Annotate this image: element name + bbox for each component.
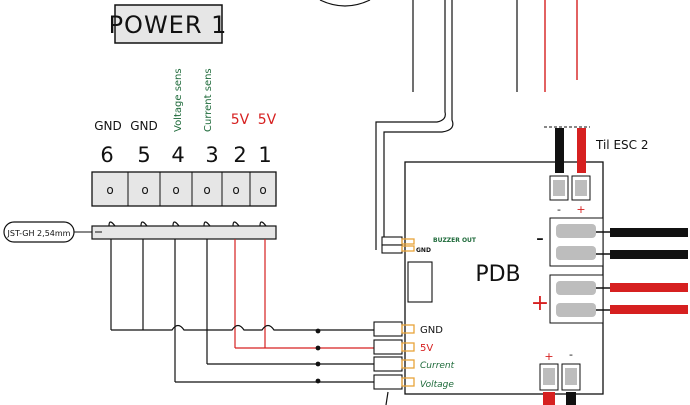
buzzer-gnd-label: GND <box>416 247 431 254</box>
pad-label-gnd: GND <box>420 325 443 336</box>
pin-hole-2: o <box>232 183 239 197</box>
signal-pad-current <box>373 356 415 372</box>
jst-strip <box>91 225 277 240</box>
side-plus-sign: + <box>531 291 549 316</box>
pdb-component <box>407 261 433 303</box>
pad-label-voltage: Voltage <box>420 380 454 390</box>
pin-number-2: 2 <box>233 143 246 167</box>
pin-number-3: 3 <box>205 143 218 167</box>
pin-number-1: 1 <box>258 143 271 167</box>
bottom-wire-red <box>543 392 555 405</box>
pin-label-4: Voltage sens <box>173 68 184 132</box>
title-box <box>114 4 223 44</box>
signal-pad-voltage <box>373 374 415 390</box>
bottom-solder-minus <box>565 368 577 385</box>
positive-wire-1 <box>610 283 688 292</box>
pin-label-1: 5V <box>258 112 277 128</box>
esc-wire-red <box>577 128 586 173</box>
esc-minus-sign: - <box>557 203 561 216</box>
pin-number-5: 5 <box>137 143 150 167</box>
pin-label-6: GND <box>94 119 122 133</box>
esc-solder-plus <box>575 180 587 196</box>
esc-label: Til ESC 2 <box>595 138 648 152</box>
pin-number-4: 4 <box>171 143 184 167</box>
signal-pad-gnd <box>373 321 415 337</box>
esc-plus-sign: + <box>576 203 585 216</box>
positive-solder-2 <box>556 303 596 317</box>
buzzer-out-label: BUZZER OUT <box>433 237 477 244</box>
jst-pin-bumps <box>108 221 267 227</box>
positive-solder-1 <box>556 281 596 295</box>
harness-wires <box>110 239 374 383</box>
negative-wire-2 <box>610 250 688 259</box>
pin-label-5: GND <box>130 119 158 133</box>
negative-wire-1 <box>610 228 688 237</box>
bottom-solder-plus <box>543 368 555 385</box>
pin-hole-6: o <box>106 183 113 197</box>
pin-number-6: 6 <box>100 143 113 167</box>
signal-pad-5v <box>373 339 415 355</box>
pin-label-2: 5V <box>231 112 250 128</box>
pin-label-3: Current sens <box>203 68 214 132</box>
jst-tag-label: JST-GH 2,54mm <box>7 229 71 238</box>
pin-hole-4: o <box>172 183 179 197</box>
esc-wire-black <box>555 128 564 173</box>
wire-junction-dots <box>315 328 321 384</box>
negative-solder-2 <box>556 246 596 260</box>
buzzer-wires <box>375 0 518 250</box>
pin-hole-5: o <box>141 183 148 197</box>
esc-solder-minus <box>553 180 565 196</box>
side-minus-sign: - <box>536 226 544 251</box>
pdb-label: PDB <box>475 262 520 287</box>
pad-label-5v: 5V <box>420 343 433 354</box>
voltage-lead <box>385 391 389 405</box>
pin-hole-1: o <box>259 183 266 197</box>
buzzer-connector <box>381 236 415 254</box>
bottom-minus-sign: - <box>569 348 573 361</box>
bottom-wire-black <box>566 392 576 405</box>
pin-hole-3: o <box>203 183 210 197</box>
connector-block <box>91 171 277 207</box>
pad-label-current: Current <box>420 361 455 371</box>
top-red-wires <box>544 0 578 92</box>
page-title: POWER 1 <box>109 11 228 39</box>
negative-solder-1 <box>556 224 596 238</box>
positive-wire-2 <box>610 305 688 314</box>
partial-top-shape <box>319 0 371 7</box>
bottom-plus-sign: + <box>544 350 553 363</box>
